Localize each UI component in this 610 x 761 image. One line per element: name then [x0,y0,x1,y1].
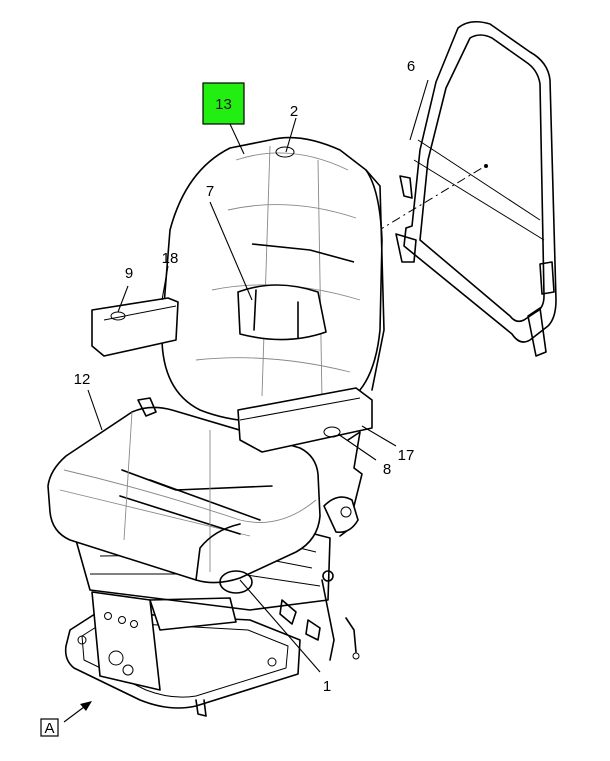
backrest [161,136,385,423]
callout-13: 13 [215,96,232,113]
callout-18: 18 [162,250,179,267]
callout-1: 1 [323,678,331,695]
view-label: A [44,720,54,737]
callout-2: 2 [290,103,298,120]
left-armrest [91,297,179,357]
callout-17: 17 [398,447,415,464]
view-label-box [40,718,59,737]
part-13-highlight: 13 [202,82,245,125]
callout-6: 6 [407,58,415,75]
recliner-mechanism [323,431,363,537]
leader-lines [87,79,429,673]
seat-cushion [47,397,321,594]
back-frame [395,20,557,357]
view-indicator: A [40,701,92,737]
callout-7: 7 [206,183,214,200]
highlight-box [202,82,245,125]
callout-9: 9 [125,265,133,282]
view-arrowhead [80,701,92,711]
right-armrest [237,387,373,453]
mount-centerline [375,167,483,233]
callout-8: 8 [383,461,391,478]
callout-12: 12 [74,371,91,388]
